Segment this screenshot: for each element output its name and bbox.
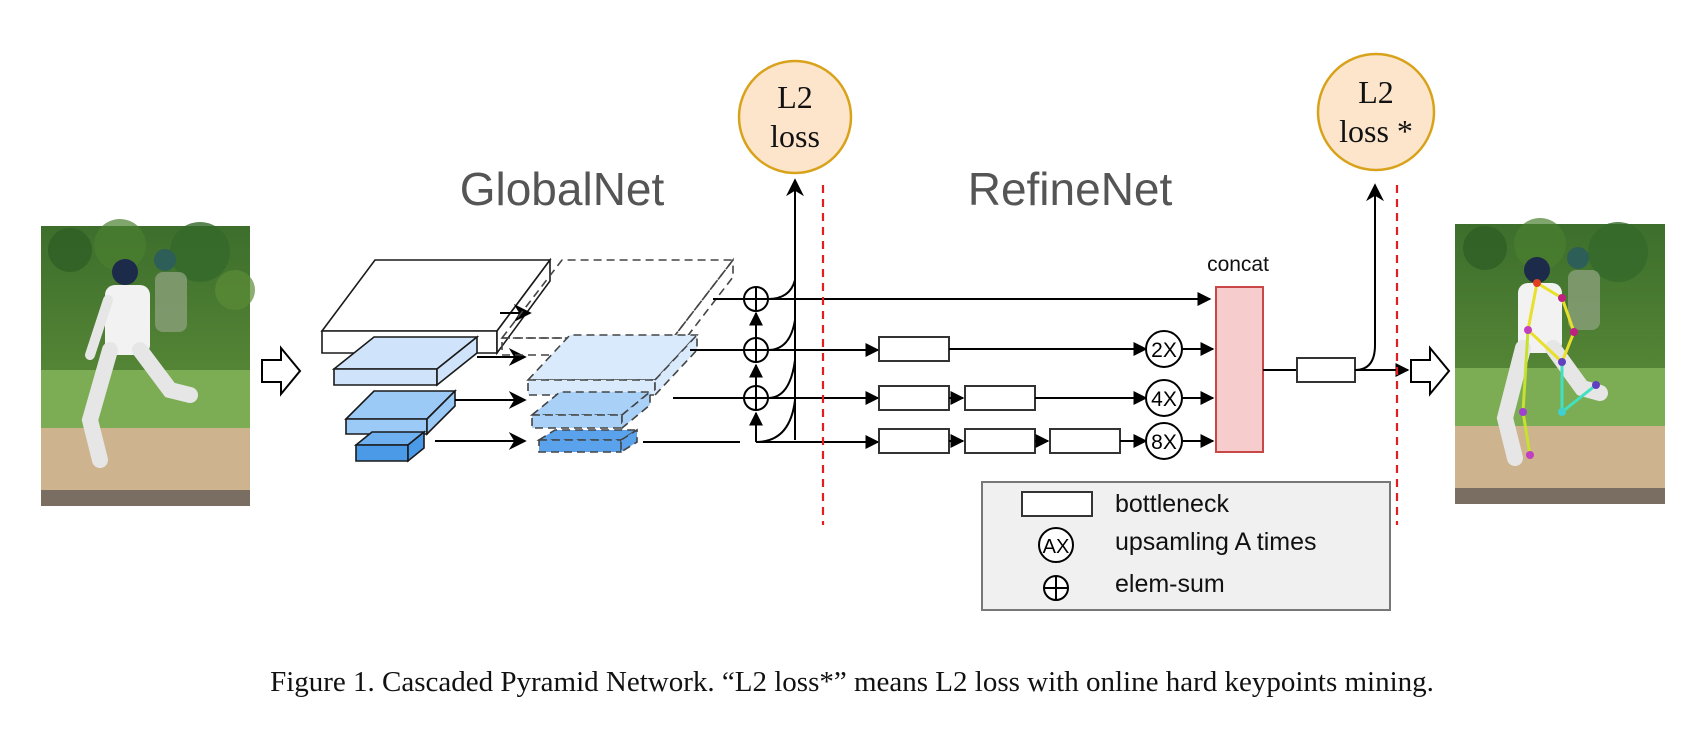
input-photo [41, 219, 255, 506]
l2-loss-ohkm-node: L2 loss * [1316, 52, 1436, 172]
l2-loss-ohkm-line1: L2 [1358, 74, 1394, 110]
output-photo [1455, 218, 1665, 504]
globalnet-connections [643, 178, 1212, 449]
legend: bottleneck AX upsamling A times elem-sum [981, 481, 1391, 611]
upsample-4x: 4X [1145, 379, 1183, 417]
globalnet-label: GlobalNet [460, 163, 665, 215]
bottleneck-symbol [1021, 491, 1093, 517]
figure-caption: Figure 1. Cascaded Pyramid Network. “L2 … [270, 666, 1434, 698]
pose-skeleton [1521, 281, 1597, 456]
l2-loss-line1: L2 [777, 79, 813, 115]
upsample-8x-label: 8X [1151, 431, 1177, 454]
refinenet-bottlenecks [878, 336, 1121, 454]
globalnet-feature-pyramid [500, 257, 735, 454]
legend-upsample-symbol-label: AX [1043, 536, 1070, 558]
output-path [1263, 183, 1410, 383]
output-arrow-icon [1410, 345, 1451, 397]
legend-upsample-label: upsamling A times [1115, 528, 1317, 556]
upsample-2x-label: 2X [1151, 339, 1177, 362]
legend-elemsum-label: elem-sum [1115, 570, 1225, 598]
globalnet-backbone-pyramid [320, 257, 552, 463]
upsample-4x-label: 4X [1151, 388, 1177, 411]
upsample-2x: 2X [1145, 330, 1183, 368]
l2-loss-line2: loss [770, 118, 820, 154]
concat-block: concat [1207, 253, 1269, 453]
l2-loss-node: L2 loss [737, 59, 853, 175]
pose-keypoints [1519, 279, 1600, 459]
upsample-symbol [1038, 527, 1074, 563]
input-arrow-icon [261, 345, 302, 397]
elem-sum-nodes [743, 286, 769, 411]
upsample-8x: 8X [1145, 422, 1183, 460]
concat-label: concat [1207, 253, 1269, 276]
l2-loss-ohkm-line2: loss * [1339, 113, 1413, 149]
legend-bottleneck-label: bottleneck [1115, 490, 1229, 518]
elem-sum-icon [1043, 575, 1069, 601]
refinenet-connections [949, 342, 1215, 448]
refinenet-label: RefineNet [968, 163, 1173, 215]
upsample-nodes: 2X 4X 8X [1145, 330, 1183, 460]
pyramid-lateral-arrows [435, 304, 532, 450]
